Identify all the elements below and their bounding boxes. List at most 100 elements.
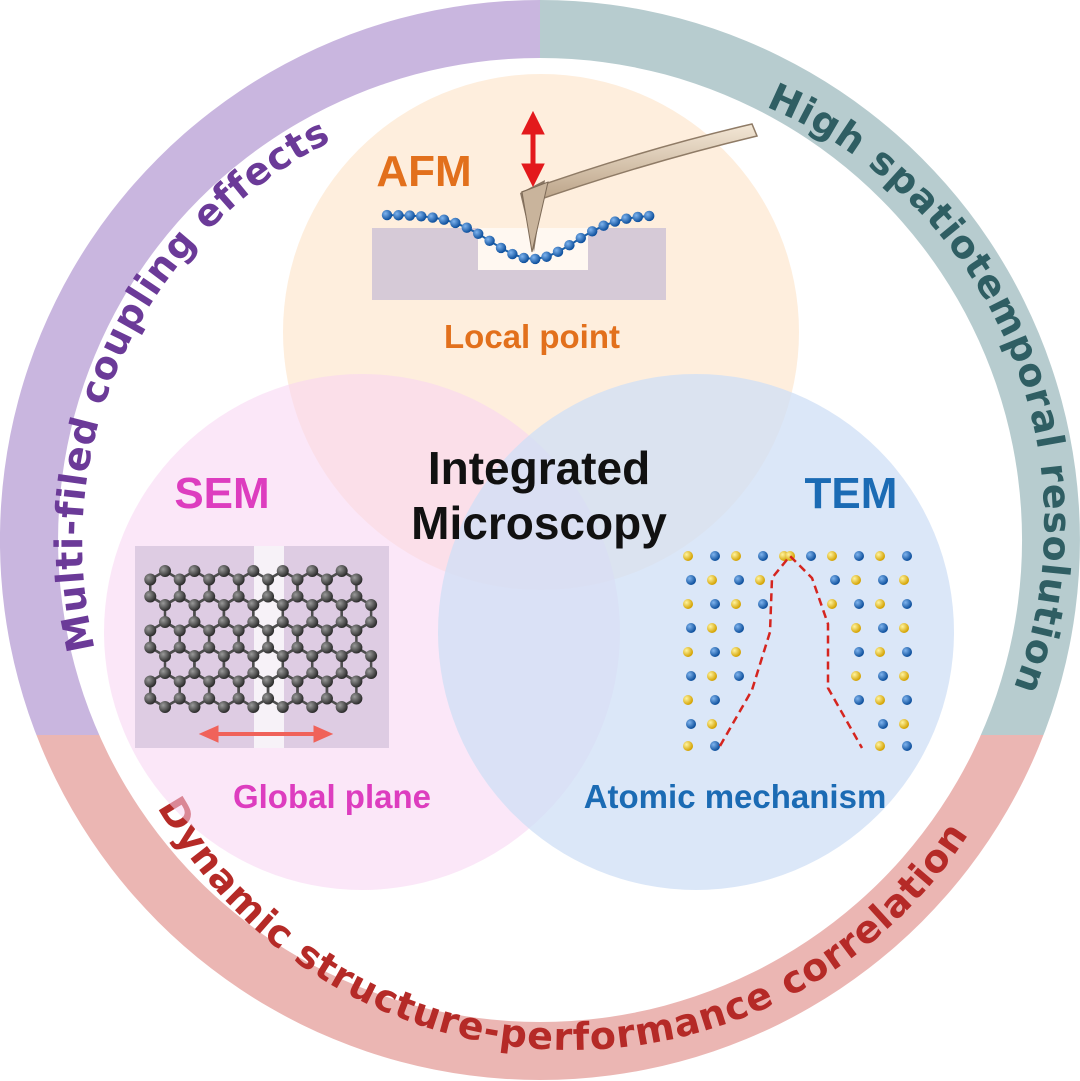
carbon-atom — [262, 573, 275, 586]
blue-atom — [758, 599, 768, 609]
carbon-atom — [247, 616, 260, 628]
carbon-atom — [291, 641, 304, 654]
gold-atom — [707, 575, 717, 585]
carbon-atom — [365, 599, 378, 611]
chain-bead — [552, 246, 564, 258]
carbon-atom — [188, 565, 201, 577]
carbon-atom — [203, 590, 216, 603]
carbon-atom — [291, 624, 304, 637]
carbon-atom — [247, 701, 260, 713]
gold-atom — [851, 575, 861, 585]
carbon-atom — [350, 641, 363, 654]
carbon-atom — [247, 565, 260, 577]
gold-atom — [851, 623, 861, 633]
gold-atom — [899, 671, 909, 681]
carbon-atom — [276, 616, 289, 628]
blue-atom — [902, 741, 912, 751]
carbon-atom — [335, 650, 348, 662]
carbon-atom — [306, 701, 319, 713]
carbon-atom — [144, 641, 157, 654]
blue-atom — [854, 647, 864, 657]
tem-caption: Atomic mechanism — [584, 778, 887, 815]
carbon-atom — [320, 641, 333, 654]
carbon-atom — [365, 650, 378, 662]
chain-bead — [393, 210, 404, 221]
chain-bead — [381, 209, 393, 221]
carbon-atom — [320, 675, 333, 688]
blue-atom — [878, 671, 888, 681]
carbon-atom — [335, 667, 348, 679]
carbon-atom — [247, 599, 260, 611]
carbon-atom — [232, 641, 245, 654]
carbon-atom — [350, 624, 363, 637]
afm-title: AFM — [376, 147, 471, 196]
gold-atom — [683, 695, 693, 705]
carbon-atom — [365, 667, 378, 679]
gold-atom — [875, 551, 885, 561]
carbon-atom — [159, 565, 171, 577]
carbon-atom — [159, 599, 171, 611]
carbon-atom — [262, 692, 275, 705]
carbon-atom — [203, 675, 216, 688]
chain-bead — [632, 211, 643, 223]
afm-cantilever-icon — [372, 110, 759, 300]
carbon-atom — [306, 667, 319, 679]
carbon-atom — [188, 701, 201, 713]
afm-caption: Local point — [444, 318, 620, 355]
carbon-atom — [159, 616, 171, 628]
blue-atom — [710, 695, 720, 705]
carbon-atom — [350, 590, 363, 603]
carbon-atom — [306, 650, 319, 662]
gold-atom — [827, 599, 837, 609]
carbon-atom — [232, 590, 245, 603]
carbon-atom — [173, 573, 186, 586]
sem-caption: Global plane — [233, 778, 431, 815]
gold-atom — [875, 741, 885, 751]
gold-atom — [875, 647, 885, 657]
blue-atom — [854, 551, 864, 561]
carbon-atom — [291, 675, 304, 688]
blue-atom — [734, 671, 744, 681]
gold-atom — [755, 575, 765, 585]
chain-bead — [609, 216, 621, 227]
carbon-atom — [173, 624, 186, 637]
gold-atom — [899, 623, 909, 633]
blue-atom — [758, 551, 768, 561]
carbon-atom — [232, 692, 245, 705]
blue-atom — [878, 575, 888, 585]
carbon-atom — [203, 573, 216, 586]
carbon-atom — [173, 692, 186, 705]
carbon-atom — [262, 624, 275, 637]
tem-title: TEM — [805, 469, 898, 518]
blue-atom — [830, 575, 840, 585]
chain-bead — [564, 240, 575, 251]
chain-bead — [518, 252, 529, 264]
carbon-atom — [320, 573, 333, 586]
center-title-line1: Integrated — [428, 442, 650, 494]
carbon-atom — [217, 616, 230, 628]
carbon-atom — [335, 599, 348, 611]
carbon-atom — [217, 667, 230, 679]
carbon-atom — [173, 675, 186, 688]
gold-atom — [875, 599, 885, 609]
carbon-atom — [262, 675, 275, 688]
blue-atom — [710, 741, 720, 751]
chain-bead — [644, 210, 655, 222]
blue-atom — [902, 695, 912, 705]
carbon-atom — [159, 650, 171, 662]
blue-atom — [710, 599, 720, 609]
gold-atom — [851, 671, 861, 681]
carbon-atom — [306, 565, 319, 577]
carbon-atom — [320, 590, 333, 603]
blue-atom — [686, 719, 696, 729]
carbon-atom — [291, 692, 304, 705]
carbon-atom — [335, 701, 348, 713]
carbon-atom — [217, 565, 230, 577]
gold-atom — [731, 647, 741, 657]
center-title-line2: Microscopy — [411, 497, 667, 549]
chain-bead — [507, 248, 518, 260]
carbon-atom — [320, 624, 333, 637]
chain-bead — [438, 214, 450, 225]
atomic-lattice-crack-icon — [683, 551, 912, 751]
